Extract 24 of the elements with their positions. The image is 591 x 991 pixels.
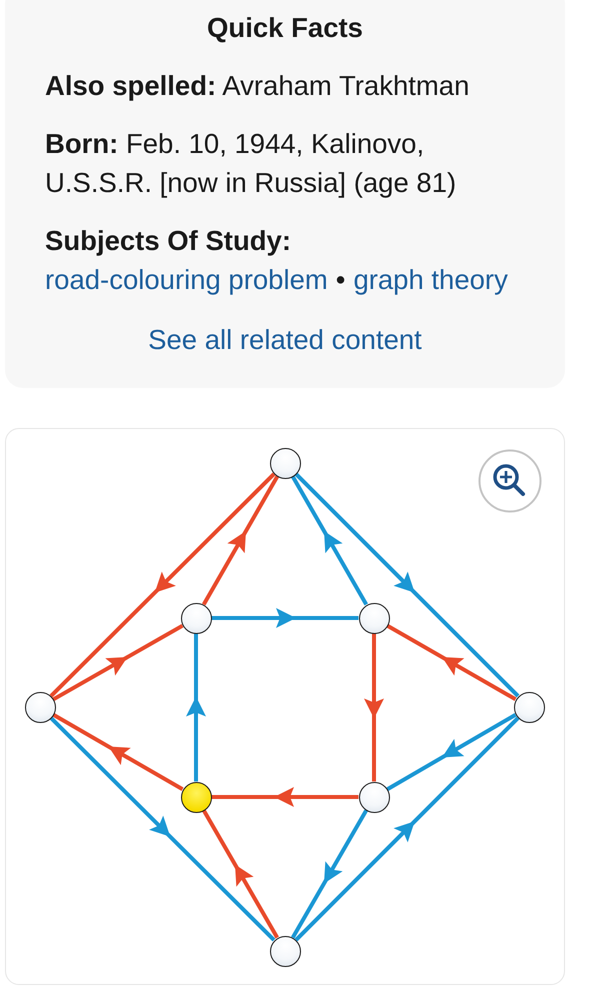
topic-link: road-colouring problem (45, 263, 328, 297)
arrow (202, 475, 280, 606)
arrow (291, 809, 368, 939)
related-content-link: See all related content (148, 323, 422, 357)
arrow (294, 716, 520, 942)
arrow (294, 472, 520, 698)
arrow (212, 608, 358, 628)
arrow (386, 624, 517, 702)
fact-label: Subjects Of Study: (45, 224, 291, 258)
arrow (364, 634, 384, 782)
topic-link: graph theory (353, 263, 508, 297)
fact-text: Born: Feb. 10, 1944, Kalinovo, U.S.S.R. [now in Russia] (age 81) (45, 127, 458, 200)
panel-heading: Quick Facts (207, 11, 363, 45)
arrow (50, 472, 276, 698)
arrow (212, 787, 358, 807)
arrow (186, 634, 206, 782)
arrow (50, 716, 276, 942)
arrow (202, 809, 279, 939)
arrow (290, 475, 368, 606)
arrow (386, 713, 517, 791)
bullet-separator: • (336, 263, 346, 297)
arrow (52, 713, 184, 791)
arrow (52, 624, 184, 702)
fact-text: Also spelled: Avraham Trakhtman (45, 69, 470, 103)
